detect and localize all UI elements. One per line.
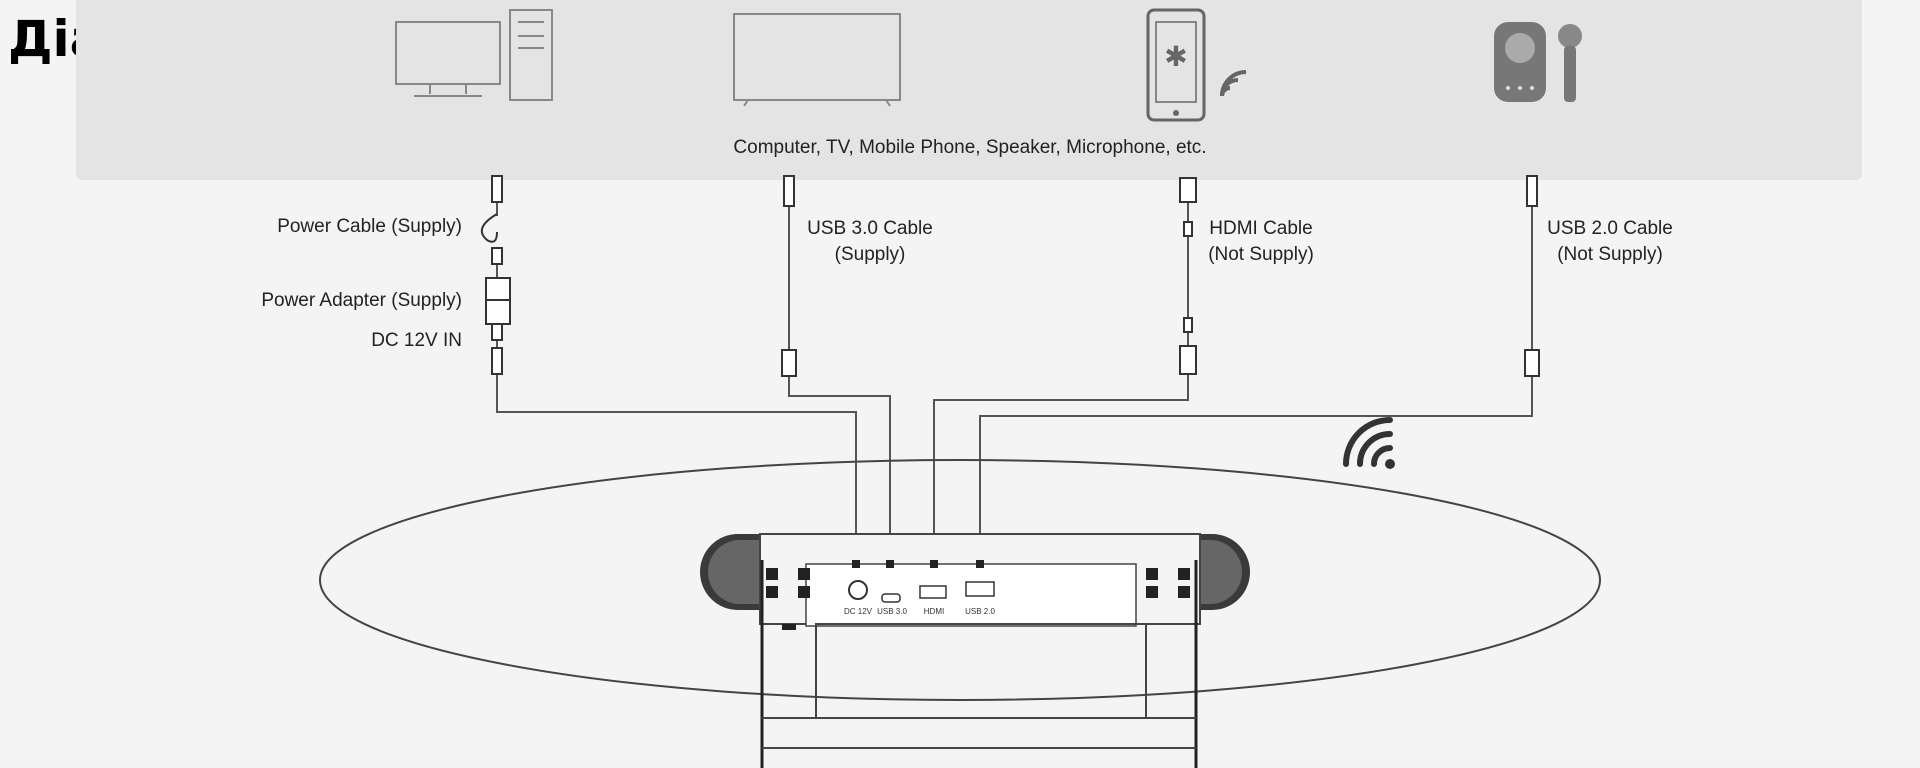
port-usb2-label: USB 2.0 <box>965 607 995 616</box>
port-dc-label: DC 12V <box>844 607 873 616</box>
power-cable-label: Power Cable (Supply) <box>277 216 462 237</box>
svg-text:✱: ✱ <box>1164 40 1187 73</box>
usb2-cable-label: USB 2.0 Cable <box>1547 218 1673 239</box>
usb3-supply-label: (Supply) <box>834 244 906 265</box>
soundbar-body <box>319 459 1601 701</box>
computer-icon <box>395 9 553 101</box>
devices-panel <box>76 0 1862 180</box>
usb2-cable-connector <box>1524 175 1540 377</box>
wifi-icon <box>1343 417 1395 469</box>
port-usb3-label: USB 3.0 <box>877 607 907 616</box>
dc-in-label: DC 12V IN <box>371 330 462 351</box>
port-hdmi-label: HDMI <box>924 607 944 616</box>
cable-lines <box>496 180 1533 560</box>
hdmi-supply-label: (Not Supply) <box>1208 244 1314 265</box>
tv-icon <box>733 13 901 107</box>
mobile-phone-icon: ✱ <box>1146 8 1247 122</box>
power-adapter-label: Power Adapter (Supply) <box>261 290 462 311</box>
hdmi-cable-connector <box>1179 177 1197 375</box>
usb2-supply-label: (Not Supply) <box>1557 244 1663 265</box>
speaker-microphone-icon <box>1494 22 1582 102</box>
devices-caption: Computer, TV, Mobile Phone, Speaker, Mic… <box>733 137 1207 158</box>
hdmi-cable-label: HDMI Cable <box>1209 218 1313 239</box>
usb3-cable-connector <box>781 175 797 377</box>
power-cable-connector <box>480 175 511 375</box>
soundbar-unit: DC 12V USB 3.0 HDMI USB 2.0 <box>700 533 1250 768</box>
usb3-cable-label: USB 3.0 Cable <box>807 218 933 239</box>
